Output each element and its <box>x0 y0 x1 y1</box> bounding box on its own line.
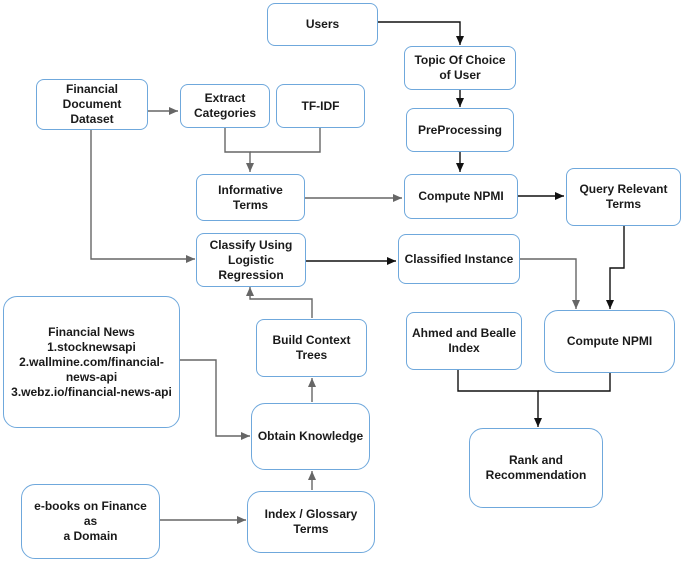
build-context-trees-node: Build Context Trees <box>256 319 367 377</box>
financial-news-label: Financial News 1.stocknewsapi 2.wallmine… <box>11 324 172 399</box>
ebooks-label: e-books on Finance as a Domain <box>34 499 147 543</box>
edge-dataset-to-classify <box>90 130 195 263</box>
edge-npmi2-merge <box>538 373 611 392</box>
ebooks-node: e-books on Finance as a Domain <box>21 484 160 559</box>
topic-of-choice-label: Topic Of Choice of User <box>414 53 506 82</box>
obtain-knowledge-label: Obtain Knowledge <box>257 429 364 443</box>
index-glossary-node: Index / Glossary Terms <box>247 491 375 553</box>
preprocessing-label: PreProcessing <box>417 122 503 137</box>
edge-instance-to-npmi2 <box>520 258 580 309</box>
classified-instance-label: Classified Instance <box>404 251 514 266</box>
query-relevant-terms-label: Query Relevant Terms <box>579 182 668 211</box>
ahmed-bealle-label: Ahmed and Bealle Index <box>411 326 517 355</box>
compute-npmi-node-1: Compute NPMI <box>404 174 518 219</box>
preprocessing-node: PreProcessing <box>406 108 514 152</box>
edge-tfidf-merge <box>250 128 321 153</box>
query-relevant-terms-node: Query Relevant Terms <box>566 168 681 226</box>
tfidf-label: TF-IDF <box>301 98 340 113</box>
edge-news-to-knowledge <box>180 359 250 440</box>
edge-query-to-npmi2 <box>606 226 625 309</box>
compute-npmi-label-2: Compute NPMI <box>566 334 653 348</box>
users-label: Users <box>305 17 340 31</box>
edge-context-to-classify <box>246 287 313 318</box>
classify-node: Classify Using Logistic Regression <box>196 233 306 287</box>
financial-dataset-label: Financial Document Dataset <box>62 82 122 126</box>
rank-recommendation-node: Rank and Recommendation <box>469 428 603 508</box>
financial-news-node: Financial News 1.stocknewsapi 2.wallmine… <box>3 296 180 428</box>
rank-recommendation-label: Rank and Recommendation <box>485 453 587 482</box>
ahmed-bealle-node: Ahmed and Bealle Index <box>406 312 522 370</box>
topic-of-choice-node: Topic Of Choice of User <box>404 46 516 90</box>
informative-terms-label: Informative Terms <box>218 182 283 212</box>
users-node: Users <box>267 3 378 46</box>
extract-categories-label: Extract Categories <box>193 91 257 120</box>
compute-npmi-label-1: Compute NPMI <box>418 189 504 203</box>
index-glossary-label: Index / Glossary Terms <box>264 507 358 536</box>
classified-instance-node: Classified Instance <box>398 234 520 284</box>
obtain-knowledge-node: Obtain Knowledge <box>251 403 370 470</box>
financial-dataset-node: Financial Document Dataset <box>36 79 148 130</box>
compute-npmi-node-2: Compute NPMI <box>544 310 675 373</box>
informative-terms-node: Informative Terms <box>196 174 305 221</box>
extract-categories-node: Extract Categories <box>180 84 270 128</box>
tfidf-node: TF-IDF <box>276 84 365 128</box>
edge-extract-merge <box>224 128 254 172</box>
classify-label: Classify Using Logistic Regression <box>209 237 293 282</box>
edge-users-to-topic <box>378 21 464 45</box>
edge-ahmed-merge <box>457 370 542 427</box>
build-context-trees-label: Build Context Trees <box>272 333 351 362</box>
